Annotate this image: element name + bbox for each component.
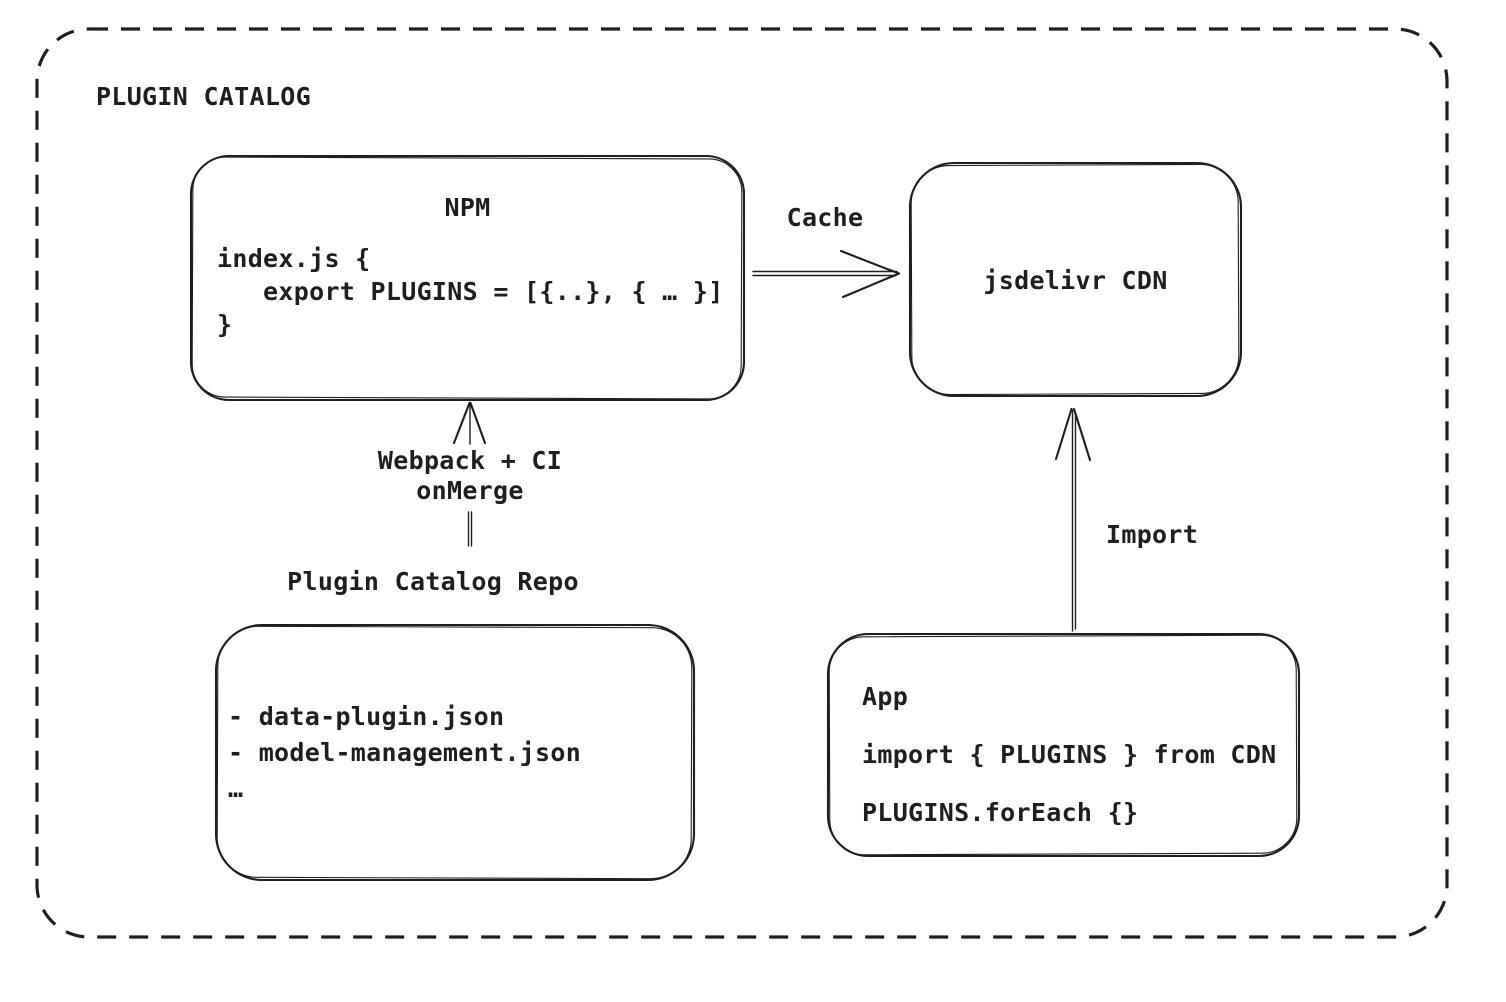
build-arrow-label: Webpack + CI onMerge [377, 446, 563, 505]
cache-arrow-label: Cache [786, 203, 864, 232]
repo-file-list: - data-plugin.json - model-management.js… [228, 702, 582, 803]
cdn-box [908, 161, 1243, 398]
cdn-box-label: jsdelivr CDN [983, 266, 1168, 295]
app-box [826, 632, 1301, 858]
build-arrow [452, 401, 487, 547]
cache-arrow [752, 249, 901, 299]
app-box-title: App [862, 682, 909, 711]
app-import-line: import { PLUGINS } from CDN [862, 740, 1277, 769]
import-arrow [1054, 407, 1092, 632]
diagram-title: PLUGIN CATALOG [96, 82, 311, 111]
app-foreach-line: PLUGINS.forEach {} [862, 798, 1139, 827]
catalog-frame-border [35, 27, 1449, 939]
npm-box [189, 154, 746, 402]
import-arrow-label: Import [1106, 520, 1199, 549]
npm-code: index.js { export PLUGINS = [{..}, { … }… [217, 244, 724, 339]
repo-box [214, 623, 696, 882]
npm-box-title: NPM [444, 193, 491, 222]
repo-box-label: Plugin Catalog Repo [287, 567, 579, 596]
